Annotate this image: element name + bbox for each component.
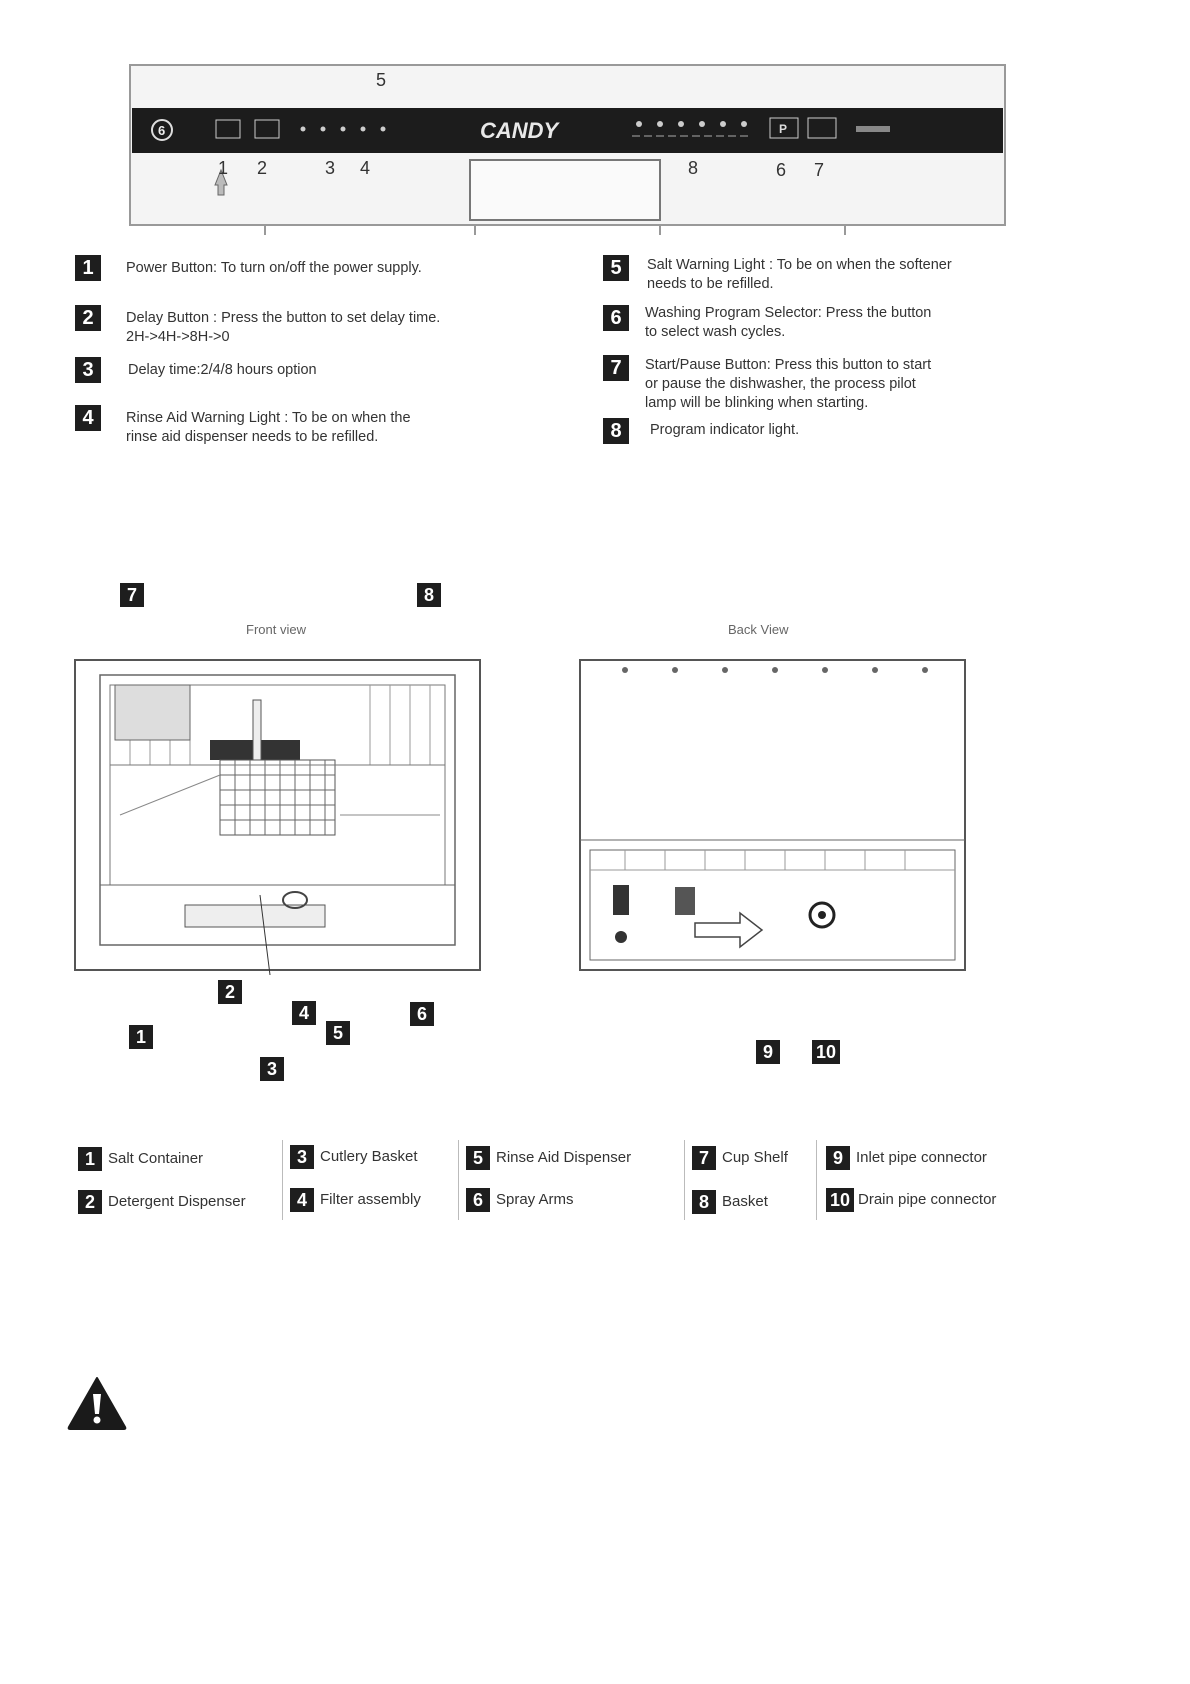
panel-callout-7: 7: [814, 160, 825, 180]
desc-number-5: 5: [603, 255, 629, 281]
front-callout-6: 6: [410, 1002, 434, 1026]
control-panel-diagram: 6 CANDY P 5 1 2 3 4 8 6 7: [120, 50, 1010, 240]
desc-text-3: Delay time:2/4/8 hours option: [128, 362, 317, 378]
panel-callout-4: 4: [360, 158, 371, 178]
desc-number-1: 1: [75, 255, 101, 281]
legend-divider: [816, 1140, 817, 1220]
legend-label-4: Filter assembly: [320, 1191, 421, 1208]
panel-callout-5: 5: [376, 70, 387, 90]
panel-callout-1: 1: [218, 158, 229, 178]
legend-label-8: Basket: [722, 1193, 768, 1210]
desc-number-3: 3: [75, 357, 101, 383]
front-callout-4: 4: [292, 1001, 316, 1025]
front-callout-7: 7: [120, 583, 144, 607]
legend-divider: [282, 1140, 283, 1220]
panel-callout-3: 3: [325, 158, 336, 178]
desc-number-4: 4: [75, 405, 101, 431]
desc-number-2: 2: [75, 305, 101, 331]
svg-text:6: 6: [158, 123, 165, 138]
front-view-diagram: [70, 655, 485, 976]
desc-text-8: Program indicator light.: [650, 422, 800, 438]
desc-number-6: 6: [603, 305, 629, 331]
front-callout-5: 5: [326, 1021, 350, 1045]
legend-label-2: Detergent Dispenser: [108, 1193, 246, 1210]
desc-text-4: Rinse Aid Warning Light : To be on when …: [126, 410, 411, 445]
legend-number-9: 9: [826, 1146, 850, 1170]
back-callout-10: 10: [812, 1040, 840, 1064]
front-callout-2: 2: [218, 980, 242, 1004]
legend-number-7: 7: [692, 1146, 716, 1170]
legend-number-6: 6: [466, 1188, 490, 1212]
desc-text-6: Washing Program Selector: Press the butt…: [645, 305, 932, 340]
front-callout-1: 1: [129, 1025, 153, 1049]
brand-logo: CANDY: [480, 118, 561, 143]
front-callout-8: 8: [417, 583, 441, 607]
legend-number-8: 8: [692, 1190, 716, 1214]
legend-label-9: Inlet pipe connector: [856, 1149, 987, 1166]
legend-label-5: Rinse Aid Dispenser: [496, 1149, 632, 1166]
desc-text-5: Salt Warning Light : To be on when the s…: [647, 257, 952, 292]
legend-number-2: 2: [78, 1190, 102, 1214]
legend-label-7: Cup Shelf: [722, 1149, 788, 1166]
front-view-caption: Front view: [246, 622, 306, 637]
legend-number-1: 1: [78, 1147, 102, 1171]
legend-label-3: Cutlery Basket: [320, 1148, 418, 1165]
svg-text:P: P: [779, 122, 787, 136]
legend-number-4: 4: [290, 1188, 314, 1212]
legend-label-6: Spray Arms: [496, 1191, 574, 1208]
legend-label-10: Drain pipe connector: [858, 1191, 997, 1208]
front-callout-3: 3: [260, 1057, 284, 1081]
legend-number-3: 3: [290, 1145, 314, 1169]
desc-text-2: Delay Button : Press the button to set d…: [126, 310, 441, 345]
panel-callout-2: 2: [257, 158, 268, 178]
panel-callout-6: 6: [776, 160, 787, 180]
desc-text-7: Start/Pause Button: Press this button to…: [645, 357, 932, 411]
legend-divider: [684, 1140, 685, 1220]
legend-divider: [458, 1140, 459, 1220]
back-view-caption: Back View: [728, 622, 789, 637]
desc-number-7: 7: [603, 355, 629, 381]
legend-number-5: 5: [466, 1146, 490, 1170]
legend-number-10: 10: [826, 1188, 854, 1212]
desc-number-8: 8: [603, 418, 629, 444]
warning-icon: [66, 1375, 128, 1431]
panel-callout-8: 8: [688, 158, 699, 178]
back-view-diagram: [575, 655, 970, 975]
legend-label-1: Salt Container: [108, 1150, 204, 1167]
desc-text-1: Power Button: To turn on/off the power s…: [126, 260, 422, 276]
back-callout-9: 9: [756, 1040, 780, 1064]
control-panel-drawing: 6 CANDY P: [129, 64, 1006, 235]
